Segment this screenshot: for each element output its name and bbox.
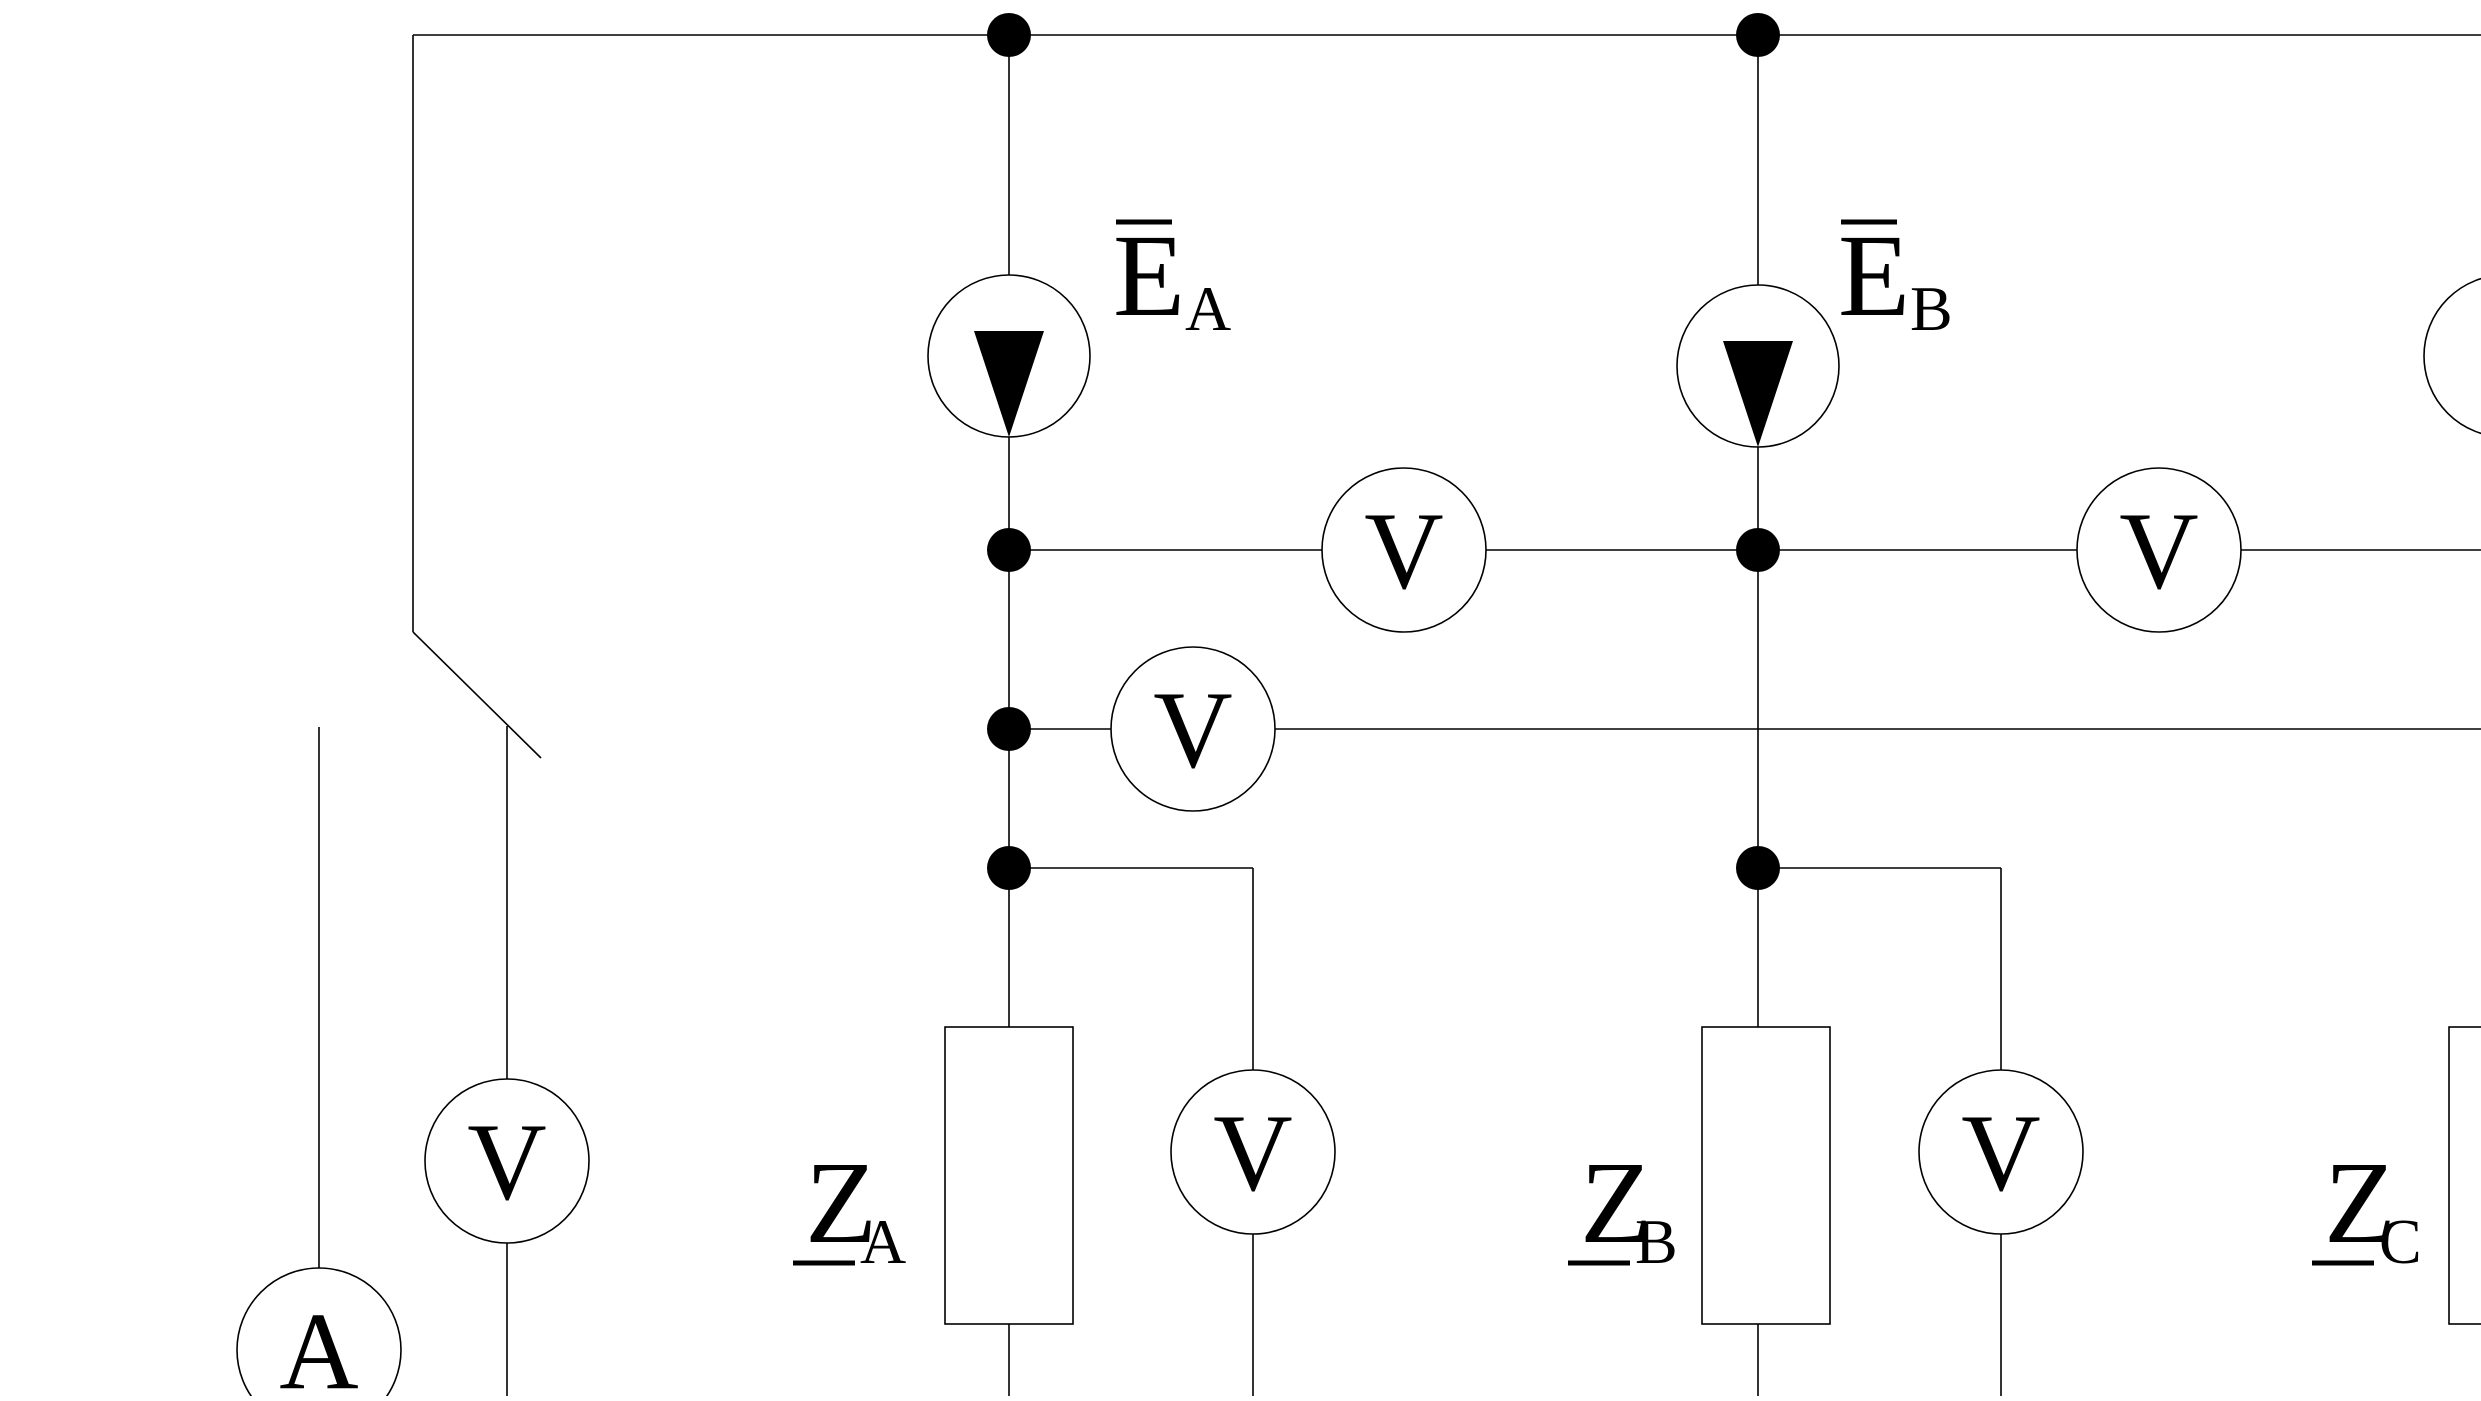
voltmeter-icon xyxy=(424,1078,590,1244)
impedance-label-a: Z A xyxy=(793,1137,906,1277)
voltmeter-icon xyxy=(1170,1069,1336,1235)
junction-node-icon xyxy=(987,528,1031,572)
voltmeter-label: V xyxy=(1961,1092,2040,1214)
voltmeter-label: V xyxy=(467,1101,546,1223)
ammeter-label: A xyxy=(279,1290,358,1396)
voltage-source-icon xyxy=(2423,277,2481,435)
nodes xyxy=(987,13,1780,890)
voltage-source-b xyxy=(1676,284,1840,448)
junction-node-icon xyxy=(987,846,1031,890)
source-label-b: E B xyxy=(1838,210,1953,344)
source-a-letter: E xyxy=(1113,210,1185,341)
ammeter: A xyxy=(236,1267,402,1401)
source-a-arrow xyxy=(974,331,1044,437)
impedance-label-c: Z C xyxy=(2312,1137,2422,1277)
voltmeter-icon xyxy=(1321,467,1487,633)
impedance-a-subscript: A xyxy=(860,1206,906,1277)
impedance-b xyxy=(1701,1026,1831,1325)
voltmeter-line-ab: V xyxy=(1321,467,1487,633)
impedance-c xyxy=(2448,1026,2481,1325)
voltmeter-label: V xyxy=(1213,1092,1292,1214)
voltmeter-label: V xyxy=(1153,669,1232,791)
junction-node-icon xyxy=(987,707,1031,751)
voltmeter-load-b: V xyxy=(1918,1069,2084,1235)
impedance-c-letter: Z xyxy=(2324,1137,2396,1268)
voltmeter-icon xyxy=(1110,646,1276,812)
impedance-b-letter: Z xyxy=(1580,1137,1652,1268)
impedance-a xyxy=(944,1026,1074,1325)
source-b-arrow xyxy=(1723,341,1793,447)
voltage-source-a xyxy=(927,274,1091,438)
impedance-c-subscript: C xyxy=(2379,1206,2422,1277)
voltmeter-label: V xyxy=(1364,490,1443,612)
source-label-a: E A xyxy=(1113,210,1231,344)
voltmeter-line-ac: V xyxy=(1110,646,1276,812)
junction-node-icon xyxy=(987,13,1031,57)
voltmeter-icon xyxy=(1918,1069,2084,1235)
source-b-subscript: B xyxy=(1910,273,1953,344)
source-a-subscript: A xyxy=(1185,273,1231,344)
junction-node-icon xyxy=(1736,528,1780,572)
ammeter-icon xyxy=(236,1267,402,1401)
impedance-label-b: Z B xyxy=(1568,1137,1678,1277)
wires xyxy=(318,34,2481,1396)
voltmeter-icon xyxy=(2076,467,2242,633)
switch-blade xyxy=(412,631,542,759)
junction-node-icon xyxy=(1736,846,1780,890)
impedance-b-subscript: B xyxy=(1635,1206,1678,1277)
voltmeter-switch: V xyxy=(424,1078,590,1244)
voltmeter-label: V xyxy=(2119,490,2198,612)
junction-node-icon xyxy=(1736,13,1780,57)
impedance-a-letter: Z xyxy=(805,1137,877,1268)
voltmeter-load-a: V xyxy=(1170,1069,1336,1235)
source-b-letter: E xyxy=(1838,210,1910,341)
voltage-source-c-partial xyxy=(2423,277,2481,435)
voltmeter-line-bc: V xyxy=(2076,467,2242,633)
